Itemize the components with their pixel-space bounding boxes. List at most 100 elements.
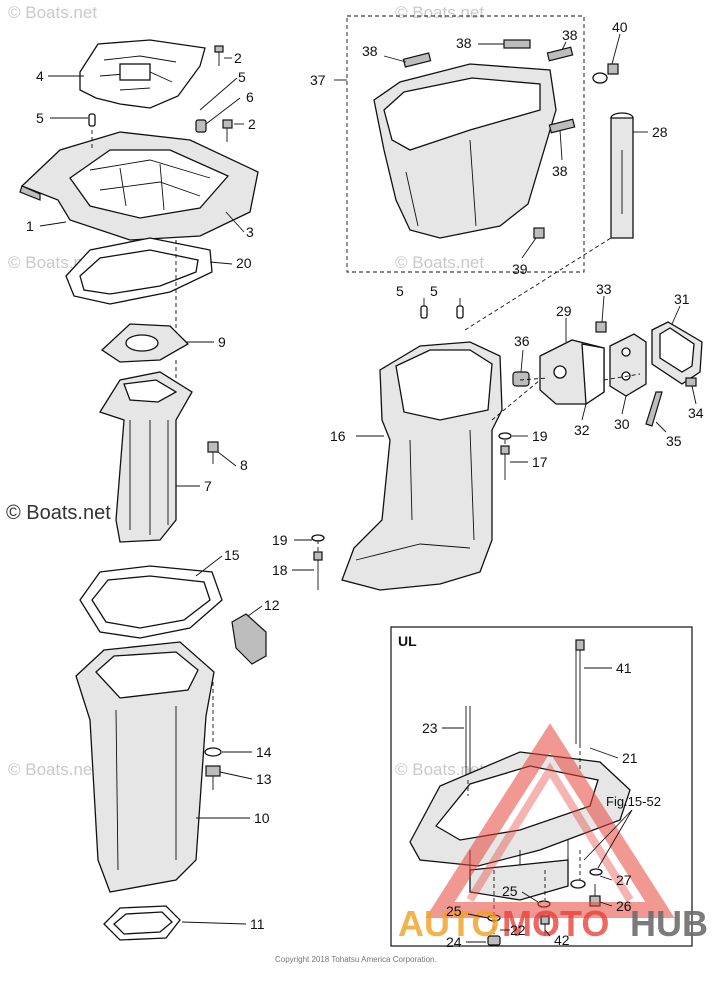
callout-label: 38 [552, 163, 568, 179]
callout-label: 2 [248, 116, 256, 132]
callout-label: 27 [616, 872, 632, 888]
watermark-bold: © Boats.net [6, 502, 111, 524]
callout-label: 38 [456, 35, 472, 51]
callout-label: 6 [246, 89, 254, 105]
bolt [214, 45, 224, 66]
stud-bolt [500, 445, 510, 480]
callout-label: 28 [652, 124, 668, 140]
copyright-text: Copyright 2018 Tohatsu America Corporati… [275, 955, 437, 964]
callout-label: 11 [250, 916, 265, 932]
callout-label: 41 [616, 660, 632, 676]
callout-label: 25 [446, 903, 462, 919]
callout-label: 24 [446, 934, 462, 950]
callout-label: 32 [574, 422, 590, 438]
callout-label: 15 [224, 547, 240, 563]
callout-label: 40 [612, 19, 628, 35]
insulator-pad [402, 39, 576, 134]
callout-label: 21 [622, 750, 638, 766]
callout-label: 17 [532, 454, 548, 470]
cover-plate [609, 333, 647, 397]
callout-label: 14 [256, 744, 272, 760]
screw [685, 377, 697, 387]
callout-label: 2 [234, 50, 242, 66]
screw [533, 227, 545, 239]
screw [592, 63, 619, 84]
grommet [512, 371, 530, 387]
callout-label: 19 [272, 532, 288, 548]
callout-label: 29 [556, 303, 572, 319]
engine-base [19, 131, 259, 241]
callout-label: 13 [256, 771, 272, 787]
callout-label: 7 [204, 478, 212, 494]
callout-label: 5 [430, 283, 438, 299]
watermarks: © Boats.net © Boats.net © Boats.net © Bo… [6, 3, 484, 779]
callout-label: 34 [688, 405, 704, 421]
water-tube [610, 112, 634, 239]
callout-label: 3 [246, 224, 254, 240]
callout-label: 30 [614, 416, 630, 432]
callout-label: 42 [554, 932, 570, 948]
collar [195, 119, 207, 133]
watermark: © Boats.net [395, 760, 484, 779]
callout-label: 4 [36, 68, 44, 84]
apron-group-box [346, 15, 585, 273]
callout-label: 38 [562, 27, 578, 43]
gasket [103, 905, 181, 941]
nut [570, 868, 603, 889]
callout-label: 9 [218, 334, 226, 350]
oil-pan [75, 641, 215, 893]
pin [645, 391, 663, 427]
washer [498, 432, 512, 440]
callout-label: 35 [666, 433, 682, 449]
grille-cover [651, 321, 703, 385]
stud-bolt [465, 706, 471, 780]
callout-label: 23 [422, 720, 438, 736]
callout-label: 16 [330, 428, 346, 444]
bolt [595, 321, 607, 333]
washer [204, 747, 222, 757]
watermark: © Boats.net [8, 3, 97, 22]
watermark: © Boats.net [8, 760, 97, 779]
callout-labels: 2 4 5 6 5 2 1 3 20 9 8 7 15 12 14 13 10 … [26, 19, 704, 950]
logo-text-hub: HUB [630, 903, 708, 944]
callout-label: 5 [238, 69, 246, 85]
part-mount-plate [79, 39, 206, 109]
ul-box [390, 626, 693, 947]
callout-label: 38 [362, 43, 378, 59]
exhaust-tube [99, 371, 193, 543]
watermark: © Boats.net [395, 253, 484, 272]
stud-bolt [575, 639, 585, 744]
bolt [207, 441, 219, 464]
watermark: © Boats.net [395, 3, 484, 22]
callout-label: 26 [616, 898, 632, 914]
logo-triangle-mark [425, 723, 675, 918]
callout-label: 19 [532, 428, 548, 444]
callout-label: 5 [396, 283, 404, 299]
logo: AUTO MOTO HUB [398, 723, 708, 944]
callout-label: 10 [254, 810, 270, 826]
callout-label: 37 [310, 72, 326, 88]
callout-label: 25 [502, 883, 518, 899]
dowel-pin [420, 305, 464, 319]
callout-label: 39 [512, 261, 528, 277]
callout-label: 33 [596, 281, 612, 297]
callout-label: 12 [264, 597, 280, 613]
logo-triangle-inner [466, 762, 634, 903]
logo-text-auto: AUTO [398, 903, 499, 944]
ul-box-title: UL [398, 633, 417, 649]
callout-label: 20 [236, 255, 252, 271]
stud-bolt [313, 551, 323, 590]
clip [231, 613, 267, 665]
leader-lines [39, 33, 697, 943]
nut [487, 935, 501, 946]
logo-text-moto: MOTO [502, 903, 609, 944]
callout-label: 36 [514, 333, 530, 349]
assembly-lines-left [91, 130, 214, 744]
guide-plate [100, 323, 190, 363]
apron [373, 63, 557, 239]
callout-label: 5 [36, 110, 44, 126]
callout-label: 22 [510, 922, 526, 938]
bolt [205, 765, 221, 790]
callout-label: 31 [674, 291, 690, 307]
